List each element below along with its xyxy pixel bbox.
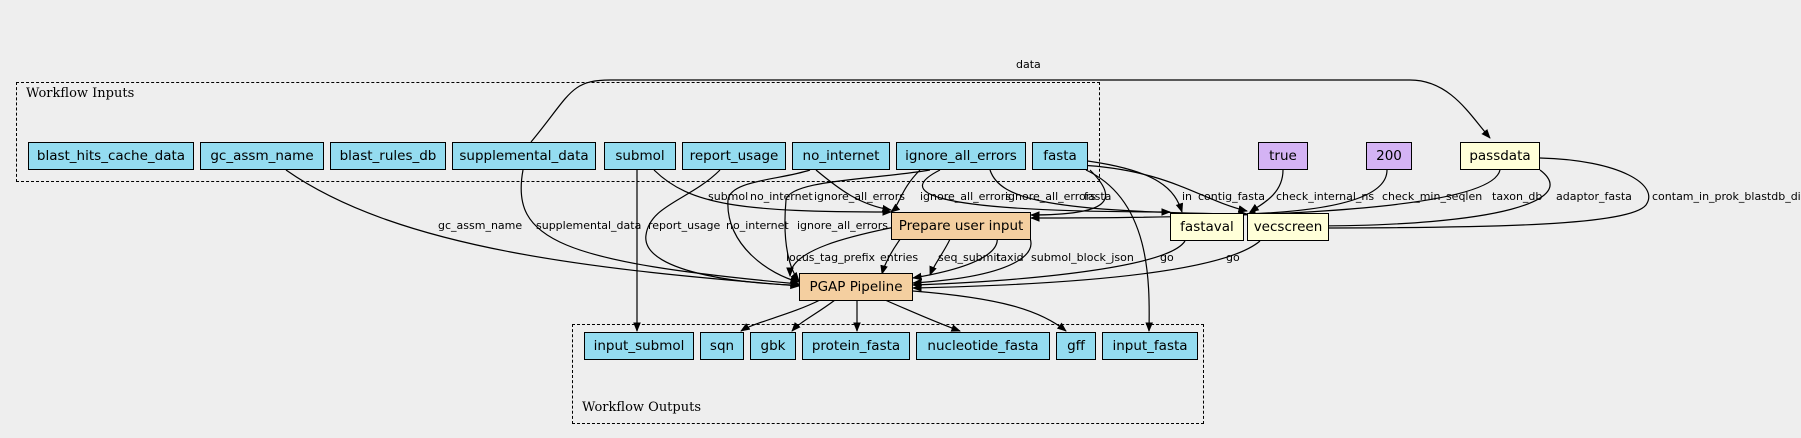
node-prepare-user-input[interactable]: Prepare user input bbox=[891, 212, 1031, 240]
edge-passdata-prepare bbox=[1030, 169, 1501, 222]
edge-no-internet-prepare bbox=[815, 169, 892, 213]
edge-no-internet-pgap bbox=[727, 169, 811, 284]
node-out-input-submol[interactable]: input_submol bbox=[584, 332, 694, 360]
edge-pgap-sqn bbox=[740, 299, 821, 332]
edge-supplemental-data bbox=[520, 169, 800, 288]
edge-fasta-input-fasta bbox=[1085, 169, 1154, 332]
edge-vecscreen-pgap bbox=[912, 240, 1261, 292]
node-blast-rules-db[interactable]: blast_rules_db bbox=[330, 142, 446, 170]
workflow-outputs-label: Workflow Outputs bbox=[582, 400, 701, 415]
edge-report-usage bbox=[645, 169, 800, 289]
edge-label-ignore-all-errors-c: ignore_all_errors bbox=[920, 190, 1011, 203]
workflow-inputs-cluster bbox=[16, 82, 1100, 182]
node-ignore-all-errors[interactable]: ignore_all_errors bbox=[896, 142, 1026, 170]
node-report-usage[interactable]: report_usage bbox=[682, 142, 786, 170]
node-out-nucleotide-fasta[interactable]: nucleotide_fasta bbox=[916, 332, 1050, 360]
node-out-sqn[interactable]: sqn bbox=[700, 332, 744, 360]
edge-label-no-internet-b: no_internet bbox=[726, 219, 789, 232]
edge-pgap-gbk bbox=[791, 299, 836, 332]
edge-gc-assm-name bbox=[285, 169, 800, 290]
edge-label-report-usage: report_usage bbox=[648, 219, 721, 232]
edge-label-go-a: go bbox=[1160, 251, 1174, 264]
edge-prepare-pgap-locus bbox=[786, 225, 901, 277]
edge-pgap-nucleotide-fasta bbox=[884, 299, 961, 332]
edge-ignore-prepare bbox=[890, 169, 921, 213]
edge-ignore-fastaval bbox=[921, 169, 1171, 216]
edge-ignore-pgap bbox=[784, 169, 931, 282]
workflow-outputs-cluster bbox=[572, 324, 1204, 424]
node-fastaval[interactable]: fastaval bbox=[1170, 213, 1244, 241]
edge-label-adaptor-fasta: adaptor_fasta bbox=[1556, 190, 1632, 203]
node-true[interactable]: true bbox=[1258, 142, 1308, 170]
edge-label-check-internal-ns: check_internal_ns bbox=[1276, 190, 1374, 203]
node-out-protein-fasta[interactable]: protein_fasta bbox=[802, 332, 910, 360]
edge-fasta-vecscreen bbox=[1079, 164, 1248, 213]
node-200[interactable]: 200 bbox=[1366, 142, 1412, 170]
edge-label-fasta: fasta bbox=[1084, 190, 1111, 203]
node-submol[interactable]: submol bbox=[604, 142, 676, 170]
edge-label-gc-assm-name: gc_assm_name bbox=[438, 219, 522, 232]
edge-label-supplemental-data: supplemental_data bbox=[536, 219, 641, 232]
node-out-gff[interactable]: gff bbox=[1056, 332, 1096, 360]
edge-passdata-adaptor bbox=[1309, 169, 1551, 230]
workflow-inputs-label: Workflow Inputs bbox=[26, 86, 135, 101]
node-out-input-fasta[interactable]: input_fasta bbox=[1102, 332, 1198, 360]
edge-label-ignore-all-errors-b: ignore_all_errors bbox=[797, 219, 888, 232]
node-passdata[interactable]: passdata bbox=[1460, 142, 1540, 170]
node-vecscreen[interactable]: vecscreen bbox=[1247, 213, 1329, 241]
edge-label-entries: entries bbox=[880, 251, 918, 264]
edge-label-submol-block-json: submol_block_json bbox=[1031, 251, 1134, 264]
node-pgap-pipeline[interactable]: PGAP Pipeline bbox=[799, 273, 913, 301]
edge-passdata-contam bbox=[1309, 157, 1650, 232]
edge-data bbox=[530, 79, 1491, 143]
node-no-internet[interactable]: no_internet bbox=[792, 142, 890, 170]
edge-label-taxid: taxid bbox=[996, 251, 1024, 264]
node-blast-hits-cache-data[interactable]: blast_hits_cache_data bbox=[28, 142, 194, 170]
edge-fasta-fastaval bbox=[1079, 159, 1184, 213]
edge-label-locus-tag-prefix: locus_tag_prefix bbox=[786, 251, 876, 264]
edge-label-contam: contam_in_prok_blastdb_dir bbox=[1652, 190, 1801, 203]
edge-fasta-prepare bbox=[1030, 169, 1107, 219]
edge-label-seq-submit: seq_submit bbox=[938, 251, 1001, 264]
edge-label-submol: submol bbox=[708, 190, 748, 203]
edge-label-ignore-all-errors-d: ignore_all_errors bbox=[1005, 190, 1096, 203]
edge-label-in: in bbox=[1182, 190, 1192, 203]
edge-label-check-min-seqlen: check_min_seqlen bbox=[1382, 190, 1482, 203]
edge-label-go-b: go bbox=[1226, 251, 1240, 264]
edge-fastaval-pgap bbox=[912, 240, 1186, 289]
edge-label-no-internet-a: no_internet bbox=[750, 190, 813, 203]
edge-label-taxon-db: taxon_db bbox=[1492, 190, 1542, 203]
node-out-gbk[interactable]: gbk bbox=[750, 332, 796, 360]
edge-label-contig-fasta: contig_fasta bbox=[1198, 190, 1265, 203]
node-fasta[interactable]: fasta bbox=[1032, 142, 1088, 170]
node-supplemental-data[interactable]: supplemental_data bbox=[452, 142, 596, 170]
edge-label-data: data bbox=[1016, 58, 1041, 71]
node-gc-assm-name[interactable]: gc_assm_name bbox=[200, 142, 324, 170]
edge-label-ignore-all-errors-a: ignore_all_errors bbox=[814, 190, 905, 203]
